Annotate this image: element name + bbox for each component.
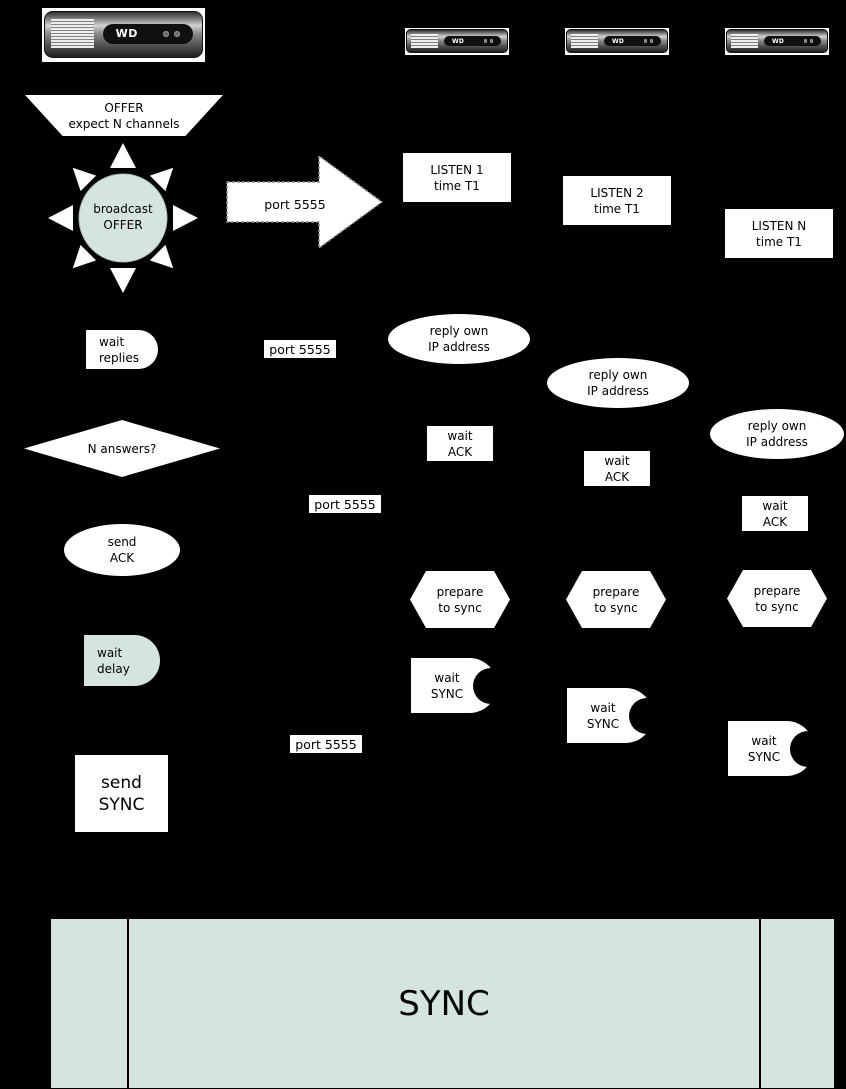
sync-bar-right-segment [761,919,834,1088]
wait-ack-box-n: wait ACK [742,496,808,531]
device-sticker [411,33,438,48]
device-buttons [803,39,813,43]
offer-line2: expect N channels [68,116,180,131]
device-button-dot [809,39,813,43]
wd-device-master: WD [42,8,205,62]
reply-ip-ellipse-2: reply own IP address [547,358,689,408]
reply-ip-ellipse-n: reply own IP address [710,409,844,459]
broadcast-offer-node: broadcast OFFER [73,197,173,237]
device-body: WD [726,29,828,54]
sync-label: SYNC [398,983,490,1024]
device-button-dot [489,39,493,43]
wait-sync-step-2: wait SYNC [567,688,653,743]
wd-device-client-1: WD [405,28,509,55]
device-sticker [731,33,758,48]
wd-logo: WD [771,37,785,45]
listen-box-1: LISTEN 1 time T1 [403,153,511,202]
listen-n-line2: time T1 [756,234,802,249]
sync-bar-divider [127,919,129,1088]
wait-replies-step: wait replies [86,330,158,369]
device-button-dot [483,39,487,43]
n-answers-decision: N answers? [24,420,220,477]
listen-2-line2: time T1 [594,201,640,216]
listen-n-line1: LISTEN N [751,218,807,233]
sync-timeline-bar: SYNC [50,918,835,1089]
broadcast-line2: OFFER [103,218,143,232]
sync-bar-left-segment [51,919,127,1088]
wait-sync-step-1: wait SYNC [411,658,497,713]
device-button-dot [649,39,653,43]
broadcast-sun-icon [48,143,198,293]
sync-bar-main-segment: SYNC [129,919,759,1088]
port-label-3: port 5555 [290,735,362,753]
device-body: WD [566,29,668,54]
wd-logo: WD [115,27,138,41]
listen-box-n: LISTEN N time T1 [725,209,833,258]
wait-ack-box-1: wait ACK [427,426,493,461]
device-buttons [643,39,653,43]
wait-delay-step: wait delay [84,635,160,686]
listen-box-2: LISTEN 2 time T1 [563,176,671,225]
device-front-panel: WD [444,36,501,47]
device-button-dot [803,39,807,43]
wait-ack-box-2: wait ACK [584,451,650,486]
wd-device-client-n: WD [725,28,829,55]
device-body: WD [406,29,508,54]
device-front-panel: WD [604,36,661,47]
wd-device-client-2: WD [565,28,669,55]
device-button-dot [643,39,647,43]
wd-logo: WD [451,37,465,45]
device-front-panel: WD [764,36,821,47]
send-sync-box: send SYNC [75,755,168,832]
device-sticker [50,18,94,49]
listen-1-line2: time T1 [434,178,480,193]
device-button-dot [174,30,181,37]
prepare-sync-hex-n: prepare to sync [727,570,827,627]
offer-line1: OFFER [104,100,144,115]
broadcast-line1: broadcast [93,202,153,216]
device-body: WD [43,10,204,59]
wait-replies-line1: wait [99,334,125,349]
broadcast-arrow-label: port 5555 [264,197,326,212]
device-buttons [483,39,493,43]
listen-1-line1: LISTEN 1 [430,162,484,177]
prepare-sync-hex-1: prepare to sync [410,571,510,628]
wd-logo: WD [611,37,625,45]
broadcast-arrow-icon [226,154,384,250]
prepare-sync-hex-2: prepare to sync [566,571,666,628]
wait-sync-step-n: wait SYNC [728,721,814,776]
device-buttons [163,30,181,37]
device-front-panel: WD [102,23,193,45]
sync-bar-divider [759,919,761,1088]
port-label-1: port 5555 [264,340,336,358]
port-label-2: port 5555 [309,495,381,513]
wait-replies-line2: replies [99,350,139,365]
device-button-dot [163,30,170,37]
reply-ip-ellipse-1: reply own IP address [388,314,530,364]
send-ack-ellipse: send ACK [64,524,180,576]
device-sticker [571,33,598,48]
listen-2-line1: LISTEN 2 [590,185,644,200]
offer-step: OFFER expect N channels [25,95,223,136]
